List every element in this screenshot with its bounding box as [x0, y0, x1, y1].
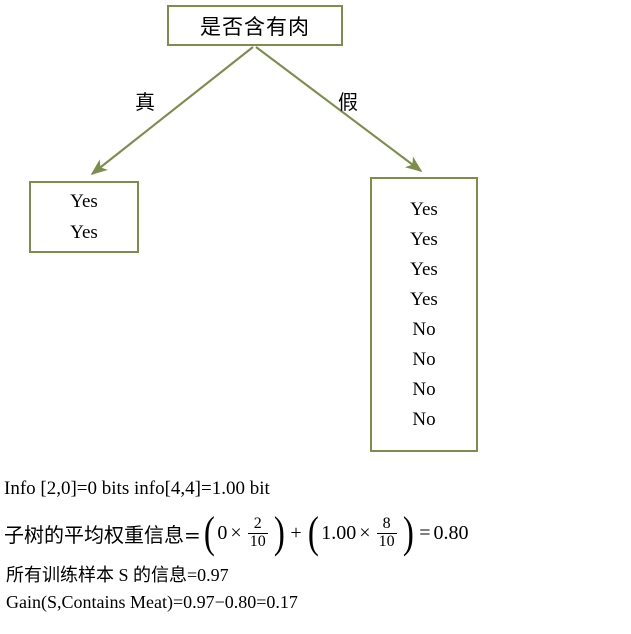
fraction-1-numerator: 2 — [253, 514, 262, 532]
leaf-item: Yes — [70, 222, 98, 243]
open-paren-2: ( — [307, 507, 319, 557]
multiply-icon-2: × — [359, 521, 371, 544]
leaf-item: No — [412, 319, 436, 340]
source-entropy-line: 所有训练样本 S 的信息=0.97 — [6, 565, 229, 585]
leaf-item: Yes — [410, 259, 438, 280]
open-paren-1: ( — [203, 507, 215, 557]
leaf-item: Yes — [410, 289, 438, 310]
leaf-node-left: Yes Yes — [29, 181, 139, 253]
fraction-1: 2 10 — [247, 514, 268, 551]
weighted-formula-label: 子树的平均权重信息= — [4, 522, 201, 547]
edge-label-false: 假 — [338, 90, 358, 114]
equals-operator: = — [419, 521, 431, 544]
weighted-average-formula: 子树的平均权重信息= ( 0 × 2 10 ) + ( 1.00 × 8 10 … — [4, 506, 624, 560]
multiply-icon-1: × — [230, 521, 242, 544]
formula-block: Info [2,0]=0 bits info[4,4]=1.00 bit 子树的… — [4, 472, 624, 616]
root-node-label: 是否含有肉 — [200, 14, 310, 39]
edge-label-true: 真 — [135, 90, 155, 114]
weighted-result: 0.80 — [433, 521, 469, 544]
leaf-item: No — [412, 409, 436, 430]
leaf-node-right: Yes Yes Yes Yes No No No No — [370, 177, 478, 452]
fraction-2-denominator: 10 — [376, 532, 397, 550]
leaf-item: No — [412, 379, 436, 400]
close-paren-1: ) — [273, 507, 285, 557]
term1-value: 0 — [217, 521, 228, 544]
fraction-1-denominator: 10 — [247, 532, 268, 550]
term2-value: 1.00 — [321, 521, 357, 544]
root-node: 是否含有肉 — [167, 5, 343, 46]
fraction-2-numerator: 8 — [382, 514, 391, 532]
information-gain-line: Gain(S,Contains Meat)=0.97−0.80=0.17 — [6, 591, 298, 612]
leaf-item: Yes — [410, 199, 438, 220]
leaf-item: Yes — [410, 229, 438, 250]
info-line: Info [2,0]=0 bits info[4,4]=1.00 bit — [4, 478, 270, 499]
leaf-item: Yes — [70, 191, 98, 212]
close-paren-2: ) — [402, 507, 414, 557]
leaf-item: No — [412, 349, 436, 370]
fraction-2: 8 10 — [376, 514, 397, 551]
plus-operator: + — [290, 521, 302, 544]
